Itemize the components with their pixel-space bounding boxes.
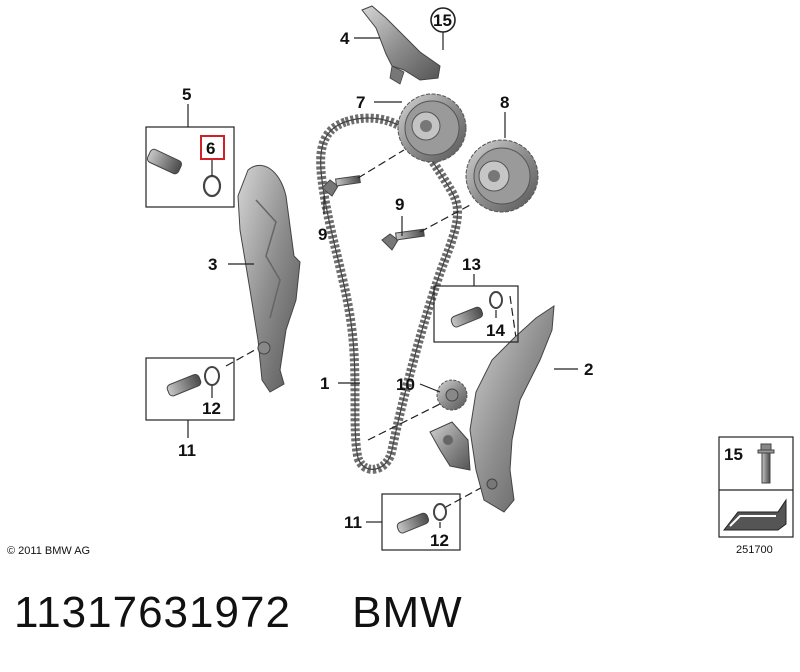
camshaft-adjuster-exhaust (465, 139, 539, 213)
highlight-box-6 (200, 135, 225, 160)
part-caption: 11317631972 BMW (14, 588, 463, 638)
callout-7: 7 (356, 93, 365, 112)
legend-callout-15: 15 (724, 445, 743, 464)
callout-5: 5 (182, 85, 191, 104)
bolt-15-icon (757, 443, 775, 484)
callout-10: 10 (396, 375, 415, 394)
callout-15: 15 (433, 11, 452, 30)
timing-chain-diagram: 1 2 3 4 5 6 7 8 9 9 10 11 11 12 12 13 14… (7, 5, 794, 557)
copyright: © 2011 BMW AG (7, 545, 90, 557)
bearing-pin-13 (450, 291, 503, 328)
callout-2: 2 (584, 360, 593, 379)
bolt-9-upper (321, 175, 361, 197)
part-number: 11317631972 (14, 588, 291, 637)
detail-box-11-12-left (145, 357, 235, 421)
callout-11-left: 11 (178, 441, 196, 460)
drawing-number: 251700 (736, 544, 773, 556)
bearing-pin-bottom (396, 503, 447, 534)
bearing-pin-left (166, 366, 220, 397)
detail-box-13-14 (433, 285, 519, 343)
callout-11-bottom: 11 (344, 513, 362, 532)
brand-label: BMW (352, 588, 463, 637)
arrow-tool-icon (722, 498, 787, 531)
crankshaft-sprocket (436, 379, 468, 411)
upper-guide-rail (361, 5, 441, 85)
callout-3: 3 (208, 255, 217, 274)
callout-13: 13 (462, 255, 481, 274)
callout-9-lower: 9 (318, 225, 327, 244)
tensioner-rail (237, 164, 301, 393)
callout-1: 1 (320, 374, 329, 393)
callout-12-bottom: 12 (430, 531, 449, 550)
slide-rail (429, 305, 555, 513)
callout-4: 4 (340, 29, 350, 48)
callout-14: 14 (486, 321, 505, 340)
camshaft-adjuster-intake (397, 93, 467, 163)
callout-15-circle (430, 7, 456, 33)
bolt-9-lower (381, 228, 425, 251)
legend-box: 15 (718, 436, 794, 538)
leader-lines (187, 30, 578, 528)
timing-chain (316, 113, 462, 474)
callout-8: 8 (500, 93, 509, 112)
detail-box-5-6 (145, 126, 235, 208)
callout-6: 6 (206, 139, 215, 158)
callout-12-left: 12 (202, 399, 221, 418)
callout-9-upper: 9 (395, 195, 404, 214)
